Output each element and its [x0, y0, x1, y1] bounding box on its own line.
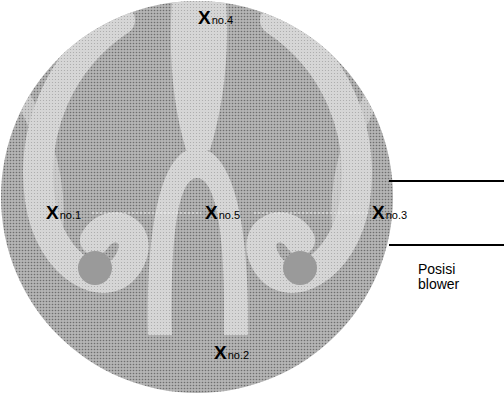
point-marker: X	[205, 203, 218, 224]
blower-outline	[389, 180, 504, 182]
blower-outline	[389, 244, 504, 246]
point-number: no.1	[60, 209, 81, 221]
point-number: no.2	[228, 349, 249, 361]
point-number: no.5	[219, 209, 240, 221]
point-marker: X	[198, 8, 211, 29]
flow-edge-right	[339, 60, 395, 230]
flow-pattern	[0, 0, 395, 335]
measure-line	[92, 213, 201, 214]
vortex-spot	[78, 251, 112, 285]
point-marker: X	[46, 203, 59, 224]
blower-label: Posisi blower	[418, 262, 472, 293]
point-marker: X	[214, 343, 227, 364]
point-number: no.4	[212, 14, 233, 26]
point-marker: X	[372, 203, 385, 224]
measure-line	[254, 213, 369, 214]
vortex-spot	[283, 251, 317, 285]
point-number: no.3	[386, 209, 407, 221]
flow-arch	[148, 148, 248, 335]
